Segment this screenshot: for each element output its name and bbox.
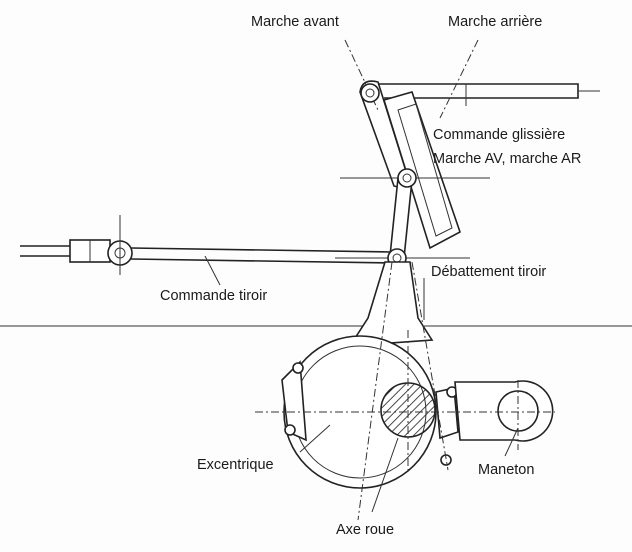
label-excentrique: Excentrique — [197, 457, 274, 473]
label-commande-glissiere: Commande glissière — [433, 127, 565, 143]
label-maneton: Maneton — [478, 462, 534, 478]
crank-pin-arm — [454, 380, 554, 442]
slide-pivot-pin — [402, 173, 412, 183]
forward-rod-line — [357, 261, 393, 521]
label-marche-arriere: Marche arrière — [448, 14, 542, 30]
radius-rod — [389, 177, 413, 259]
top-pivot-pin — [365, 88, 375, 98]
eccentric-rod — [348, 261, 434, 347]
reverse-axis-line — [439, 39, 479, 119]
reverse-rod-line — [411, 261, 449, 471]
valve-rod — [20, 215, 393, 286]
top-pivot — [360, 83, 380, 103]
eccentric — [281, 335, 459, 489]
label-commande-tiroir: Commande tiroir — [160, 288, 267, 304]
maneton-leader — [504, 427, 519, 457]
axe-roue-leader — [371, 437, 399, 513]
label-marche-av-ar: Marche AV, marche AR — [433, 151, 581, 167]
label-axe-roue: Axe roue — [336, 522, 394, 538]
label-debattement-tiroir: Débattement tiroir — [431, 264, 546, 280]
label-marche-avant: Marche avant — [251, 14, 339, 30]
slide-pivot — [397, 168, 417, 188]
excentrique-leader — [299, 424, 331, 453]
top-rod — [372, 83, 600, 106]
